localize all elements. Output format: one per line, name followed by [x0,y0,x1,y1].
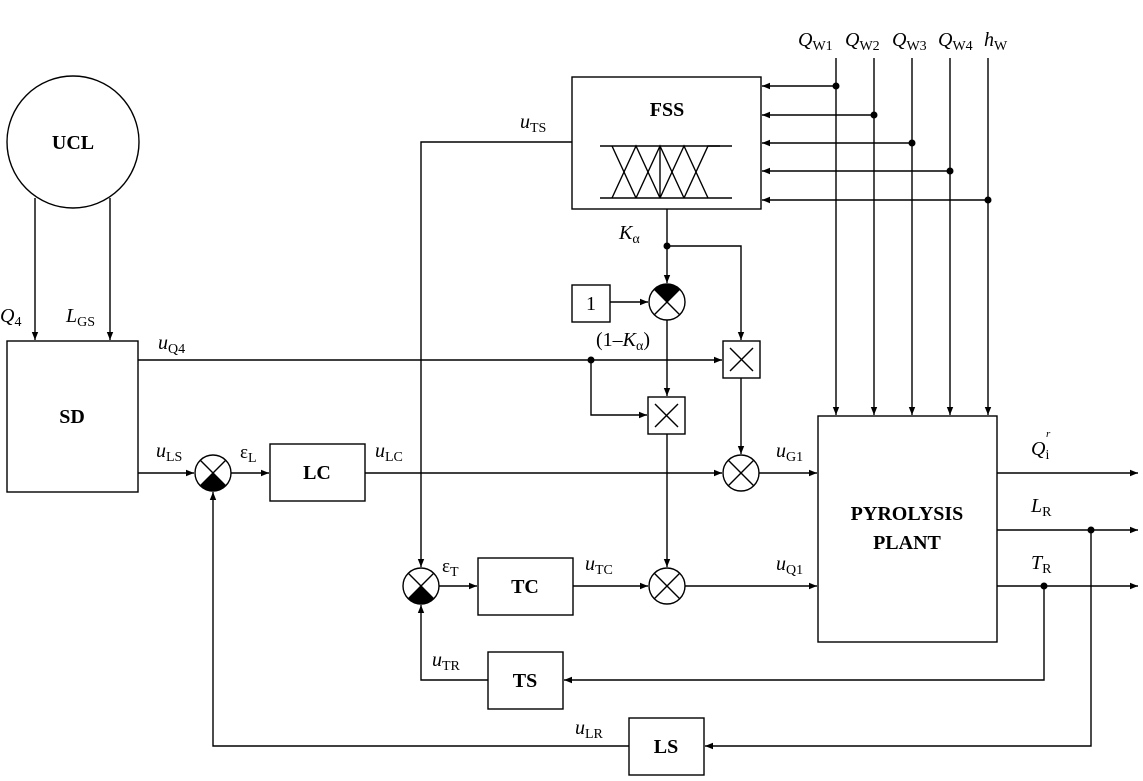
label-uq1: uQ1 [776,553,803,578]
ucl-block: UCL [6,75,140,209]
multiplier-upper [722,340,761,379]
label-lr: LR [1030,495,1052,520]
multiplier-lower [647,396,686,435]
level-sum-junction [194,454,232,492]
tc-block: TC [477,557,574,616]
label-hw: hW [984,29,1008,54]
plant-label-line2: PLANT [873,532,941,554]
ucl-label: UCL [52,132,94,154]
label-uq4: uQ4 [158,332,185,357]
label-qw4: QW4 [938,29,973,54]
label-qw2: QW2 [845,29,880,54]
fuzzy-membership-icon [600,144,732,199]
ls-block: LS [628,717,705,776]
label-qi: Qi r [1031,428,1051,463]
fss-label: FSS [650,99,684,121]
signal-wires [31,58,1138,750]
branch-dots [587,82,1095,590]
label-ulc: uLC [375,440,403,465]
sd-block: SD [6,340,139,493]
label-q4: Q4 [0,305,21,330]
lc-label: LC [303,462,331,484]
ls-label: LS [654,736,678,758]
plant-label-line1: PYROLYSIS [851,503,964,525]
constant-block: 1 [571,284,611,323]
fss-block: FSS [571,76,762,210]
ts-block: TS [487,651,564,710]
sd-label: SD [59,406,85,428]
label-eps-l: εL [240,442,257,466]
svg-text:Qi: Qi [1031,438,1049,463]
label-uts: uTS [520,111,546,136]
label-lgs: LGS [65,305,95,330]
label-ulr: uLR [575,717,604,742]
label-utr: uTR [432,649,461,674]
label-uls: uLS [156,440,182,465]
label-eps-t: εT [442,556,459,580]
label-ug1: uG1 [776,440,803,465]
label-one-minus-ka: (1–Kα) [596,329,650,354]
tc-label: TC [511,576,539,598]
constant-label: 1 [586,293,596,315]
svg-text:r: r [1046,428,1051,440]
ts-label: TS [513,670,537,692]
q1-sum-junction [648,567,686,605]
label-qw1: QW1 [798,29,833,54]
label-qw3: QW3 [892,29,927,54]
lc-block: LC [269,443,366,502]
label-tr: TR [1031,552,1052,577]
ka-complement-junction [648,283,686,321]
label-ka: Kα [618,222,640,247]
g1-sum-junction [722,454,760,492]
temperature-sum-junction [402,567,440,605]
pyrolysis-plant-block: PYROLYSIS PLANT [817,415,998,643]
label-utc: uTC [585,553,613,578]
